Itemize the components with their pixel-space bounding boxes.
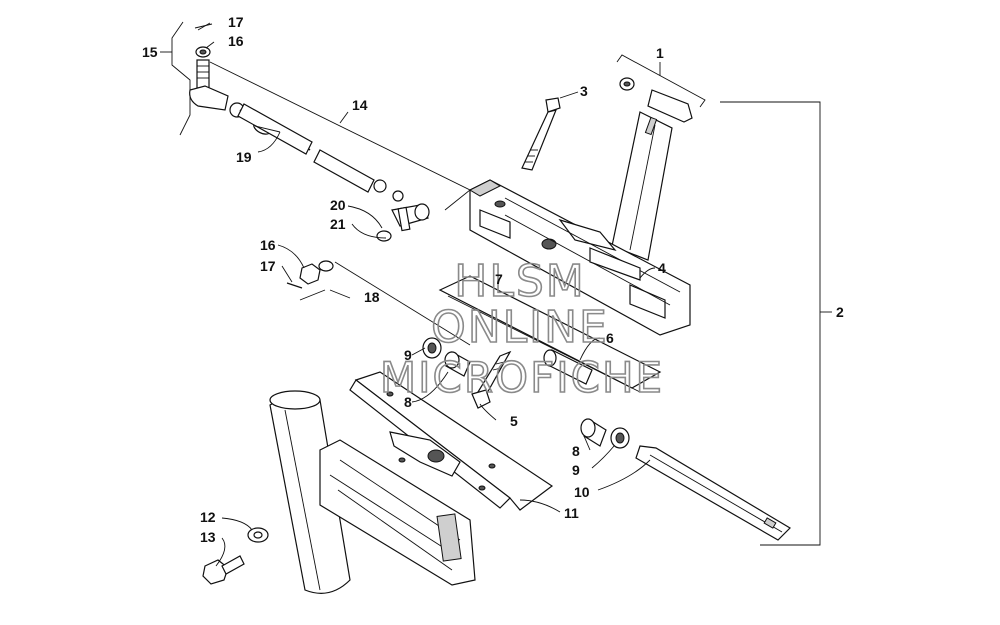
bracket-callout-2 (720, 101, 832, 546)
callout-10: 10 (574, 484, 590, 500)
washer-12 (247, 527, 269, 543)
steering-post (611, 77, 693, 261)
callout-9-lower: 9 (572, 462, 580, 478)
callout-labels: 1 2 3 4 5 6 7 8 8 9 9 10 11 12 13 14 15 … (142, 14, 844, 545)
callout-8-lower: 8 (572, 443, 580, 459)
bushing-8-lower (580, 418, 607, 447)
callout-17-upper: 17 (228, 14, 244, 30)
bracket-callout-14 (209, 61, 471, 211)
callout-6: 6 (606, 330, 614, 346)
frame-bracket (319, 439, 476, 586)
bracket-callout-15 (160, 21, 191, 136)
callout-18: 18 (364, 289, 380, 305)
callout-12: 12 (200, 509, 216, 525)
callout-3: 3 (580, 83, 588, 99)
callout-16-upper: 16 (228, 33, 244, 49)
frame-tube (269, 390, 351, 594)
callout-7: 7 (495, 271, 503, 287)
lower-shaft-10 (635, 445, 791, 541)
watermark-line-3: MICROFICHE (380, 353, 664, 402)
callout-17-lower: 17 (260, 258, 276, 274)
callout-9-upper: 9 (404, 347, 412, 363)
callout-1: 1 (656, 45, 664, 61)
bushing-8-upper (444, 351, 471, 377)
callout-19: 19 (236, 149, 252, 165)
mount-plate-7 (438, 275, 662, 393)
tie-rod-tube-middle (313, 149, 404, 202)
bracket-callout-18 (299, 261, 471, 346)
bracket-callout-1 (616, 54, 706, 108)
watermark-line-2: ONLINE (431, 302, 609, 353)
callout-13: 13 (200, 529, 216, 545)
tie-rod-end-lower (376, 203, 430, 242)
callout-16-lower: 16 (260, 237, 276, 253)
seal-9-lower (610, 427, 630, 449)
callout-8-upper: 8 (404, 394, 412, 410)
bolt-5 (471, 350, 512, 409)
callout-15: 15 (142, 44, 158, 60)
watermark: HLSM ONLINE MICROFICHE (379, 255, 664, 403)
callout-21: 21 (330, 216, 346, 232)
callout-11: 11 (564, 505, 579, 521)
callout-20: 20 (330, 197, 346, 213)
steering-block-housing (468, 179, 691, 336)
leader-lines (197, 22, 656, 567)
seal-9-upper (422, 337, 442, 359)
base-plate-11 (349, 371, 554, 511)
tie-rod-tube-19 (237, 103, 313, 155)
bolt-3 (521, 97, 561, 171)
callout-4: 4 (658, 260, 666, 276)
callout-5: 5 (510, 413, 518, 429)
callout-2: 2 (836, 304, 844, 320)
watermark-line-1: HLSM (454, 256, 586, 307)
nut-and-washer (286, 260, 334, 289)
spacer-6 (543, 349, 593, 385)
bolt-13 (202, 555, 245, 585)
callout-14: 14 (352, 97, 368, 113)
